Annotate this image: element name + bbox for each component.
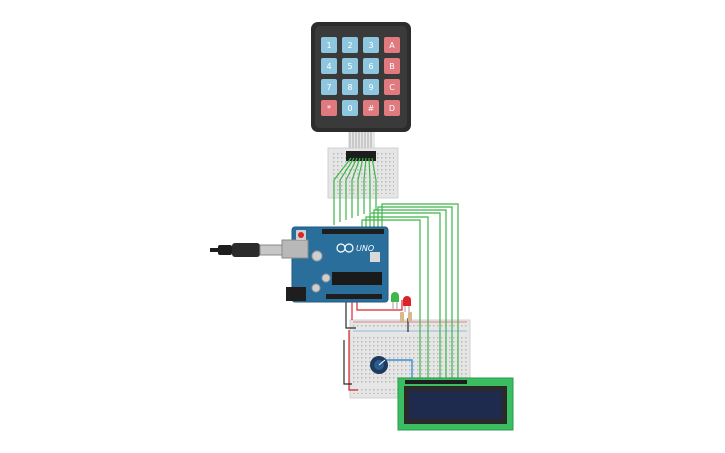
keypad-key[interactable]	[384, 37, 400, 53]
keypad-key-label: 4	[326, 62, 331, 71]
lcd-header	[405, 380, 467, 384]
atmega-chip	[332, 272, 382, 285]
arduino-uno[interactable]: UNO	[281, 226, 389, 303]
keypad-key[interactable]	[363, 79, 379, 95]
keypad-key-label: 7	[326, 83, 331, 92]
keypad-key[interactable]	[384, 58, 400, 74]
keypad-keys: 1 2 3 A 4 5 6 B 7 8 9 C * 0 # D	[321, 37, 400, 116]
small-breadboard[interactable]	[327, 147, 399, 199]
keypad-key-label: 3	[368, 41, 373, 50]
lcd-wires	[361, 203, 459, 382]
uno-logo-text: UNO	[356, 244, 374, 253]
capacitor	[321, 273, 331, 283]
keypad-key-label: A	[389, 41, 395, 50]
keypad-key[interactable]	[384, 79, 400, 95]
keypad-header	[346, 151, 376, 161]
keypad-key-label: 6	[368, 62, 373, 71]
keypad-key[interactable]	[321, 58, 337, 74]
resistor[interactable]	[400, 312, 412, 322]
keypad-key-label: B	[389, 62, 395, 71]
keypad-key[interactable]	[342, 58, 358, 74]
power-header	[326, 294, 382, 299]
capacitor	[311, 283, 321, 293]
keypad-key[interactable]	[321, 37, 337, 53]
usb-port	[281, 239, 309, 259]
keypad-wires	[333, 157, 377, 225]
keypad-key[interactable]	[363, 100, 379, 116]
capacitor	[311, 250, 323, 262]
red-led[interactable]	[403, 296, 411, 312]
keypad-key-label: 9	[368, 83, 373, 92]
keypad[interactable]: 1 2 3 A 4 5 6 B 7 8 9 C * 0 # D	[311, 22, 411, 132]
keypad-key-label: D	[389, 104, 395, 113]
keypad-key[interactable]	[342, 79, 358, 95]
keypad-ribbon	[348, 132, 375, 150]
keypad-key[interactable]	[321, 79, 337, 95]
arduino-logo: UNO	[336, 243, 374, 253]
keypad-key-label: 5	[347, 62, 352, 71]
crystal	[370, 252, 380, 262]
keypad-key[interactable]	[342, 37, 358, 53]
keypad-key[interactable]	[342, 100, 358, 116]
digital-header	[322, 229, 384, 234]
keypad-key[interactable]	[384, 100, 400, 116]
keypad-key[interactable]	[363, 58, 379, 74]
keypad-key[interactable]	[321, 100, 337, 116]
keypad-key[interactable]	[363, 37, 379, 53]
usb-cable	[210, 243, 283, 257]
potentiometer[interactable]	[370, 356, 388, 374]
keypad-key-label: *	[327, 104, 331, 113]
green-led[interactable]	[391, 292, 399, 309]
lcd-screen	[409, 391, 502, 419]
power-jack	[286, 287, 306, 301]
keypad-key-label: 8	[347, 83, 352, 92]
keypad-key-label: 0	[347, 104, 352, 113]
keypad-key-label: #	[368, 104, 375, 113]
lcd-module[interactable]	[397, 377, 514, 431]
keypad-key-label: 2	[347, 41, 352, 50]
keypad-key-label: C	[389, 83, 395, 92]
keypad-key-label: 1	[326, 41, 331, 50]
